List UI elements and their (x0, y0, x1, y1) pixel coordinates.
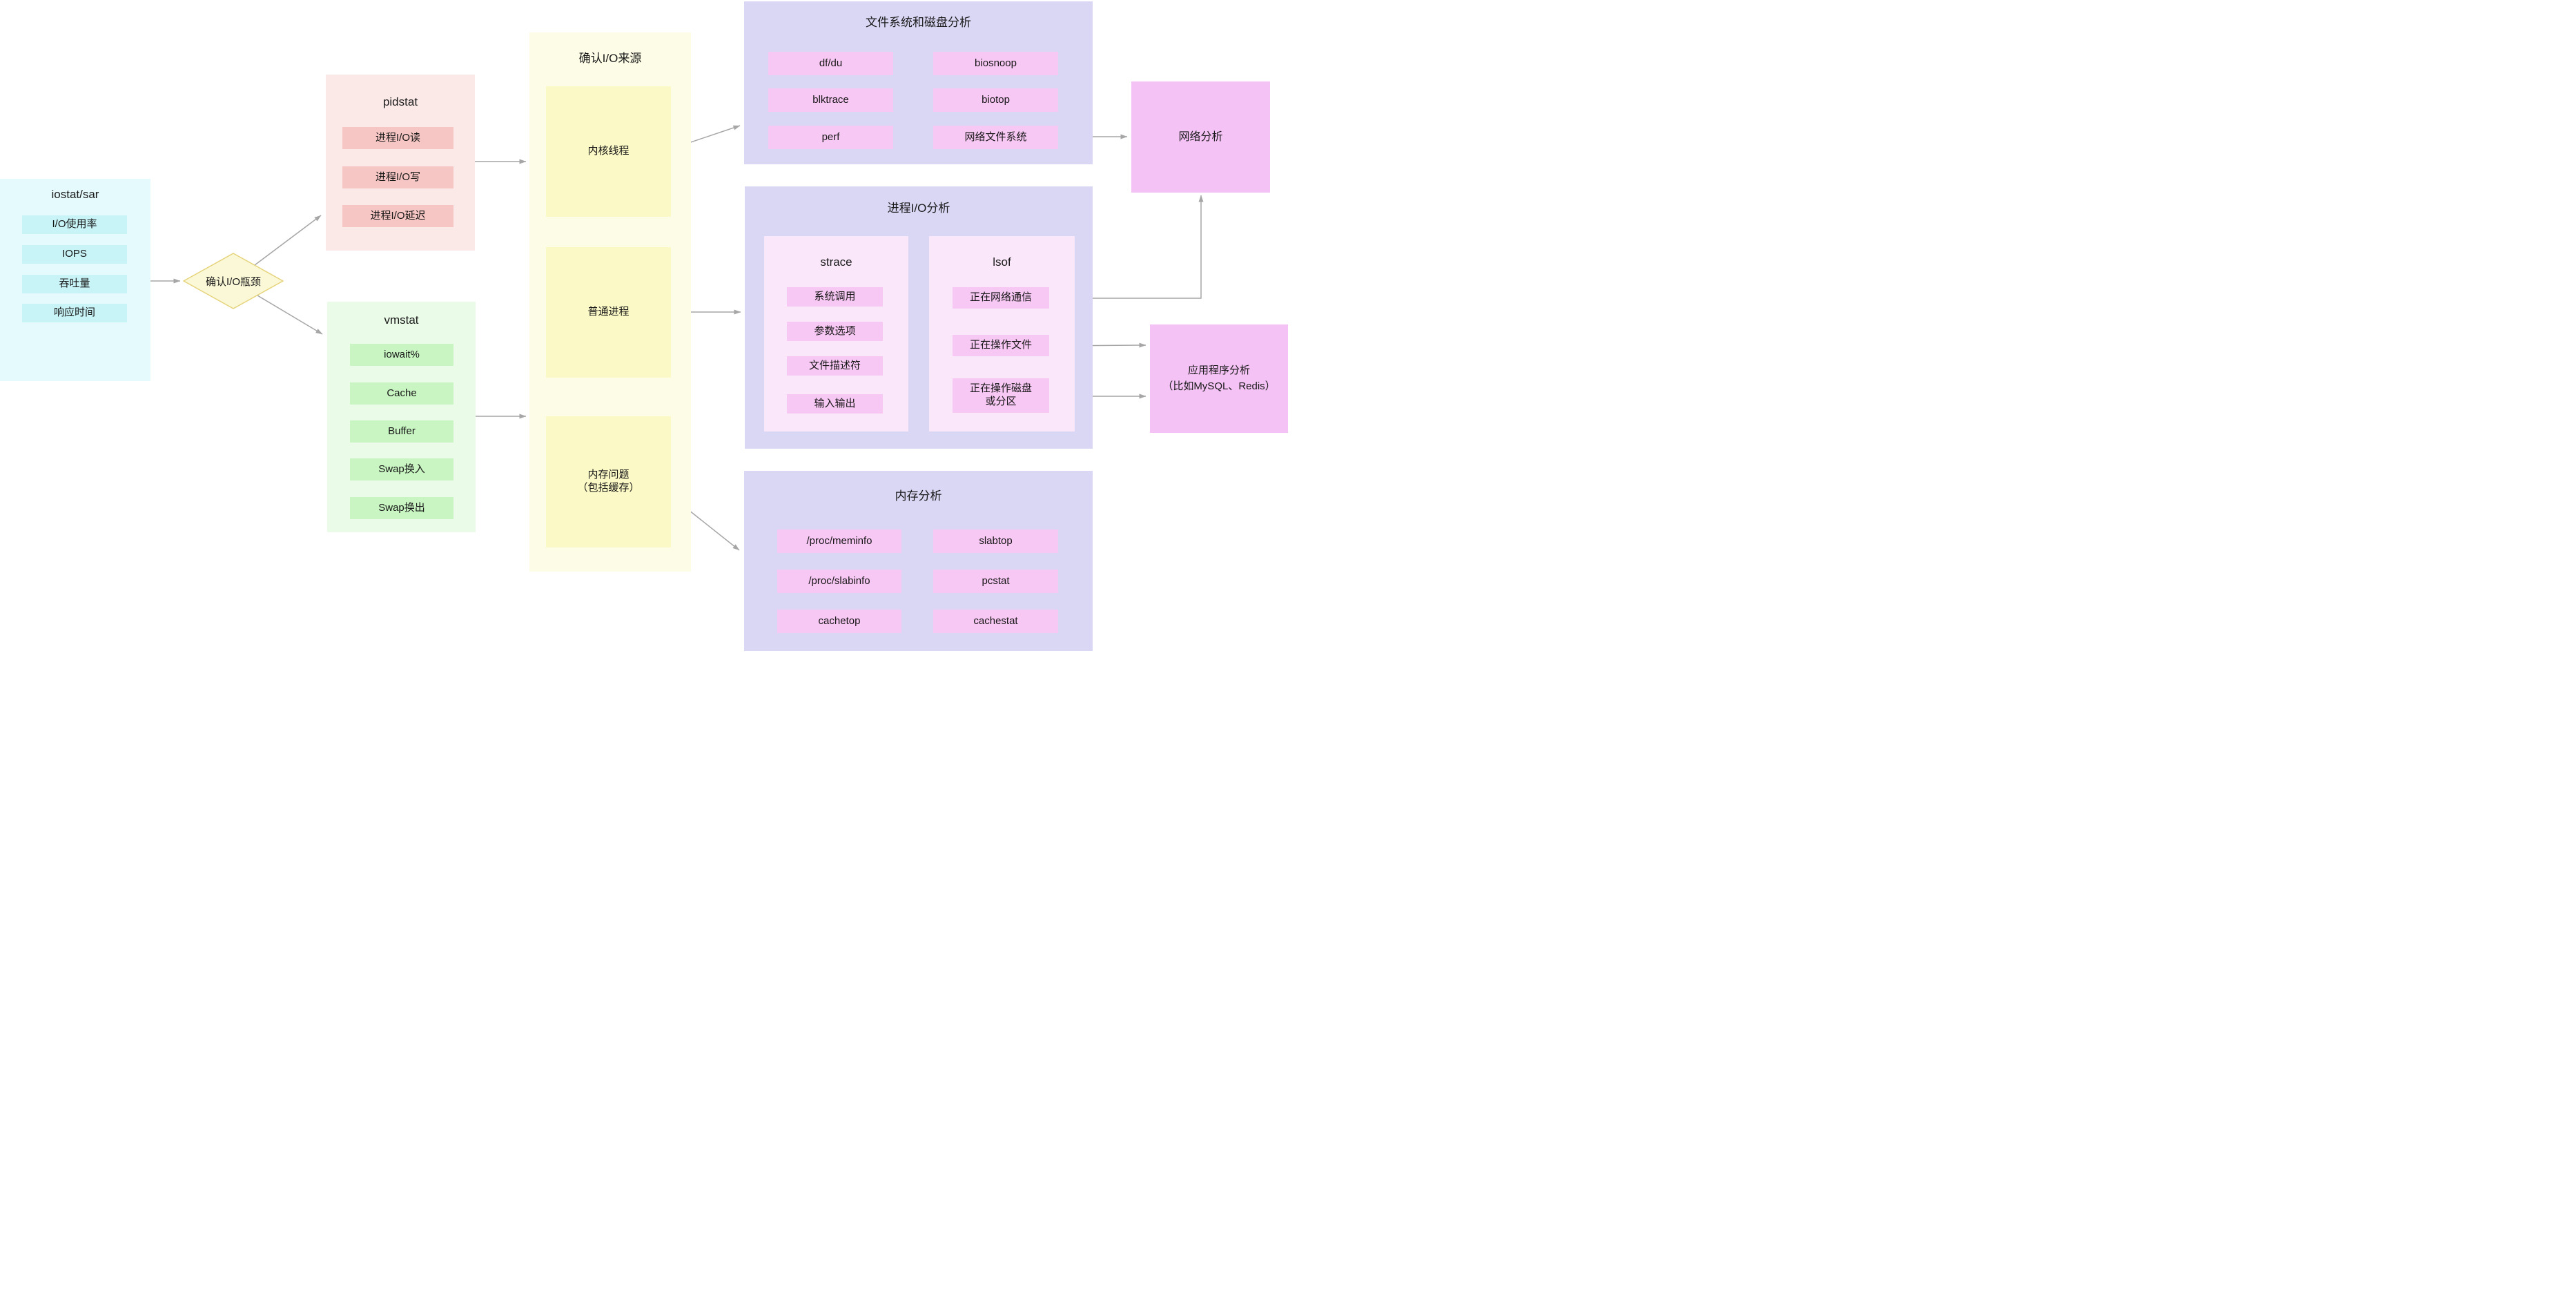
panel-process-io-title: 进程I/O分析 (887, 202, 950, 215)
iostat-item-response-time: 响应时间 (22, 304, 127, 322)
iostat-item-iops: IOPS (22, 245, 127, 264)
fs-disk-item-perf: perf (768, 126, 893, 149)
fs-disk-item-biotop: biotop (933, 88, 1058, 112)
memory-item-pcstat: pcstat (933, 570, 1058, 593)
panel-pidstat: pidstat 进程I/O读 进程I/O写 进程I/O延迟 (326, 75, 475, 251)
memory-item-cachestat: cachestat (933, 610, 1058, 633)
strace-item-options: 参数选项 (787, 322, 883, 341)
node-network-analysis-label: 网络分析 (1178, 130, 1223, 143)
panel-fs-disk-title: 文件系统和磁盘分析 (866, 16, 971, 29)
panel-memory-title: 内存分析 (895, 489, 942, 503)
memory-item-slabtop: slabtop (933, 529, 1058, 553)
vmstat-item-cache: Cache (350, 382, 453, 405)
fs-disk-item-blktrace: blktrace (768, 88, 893, 112)
pidstat-item-io-write: 进程I/O写 (342, 166, 453, 188)
lsof-item-network-comm: 正在网络通信 (953, 287, 1049, 309)
strace-item-input-output: 输入输出 (787, 394, 883, 414)
panel-process-io-analysis: 进程I/O分析 strace 系统调用 参数选项 文件描述符 输入输出 lsof… (745, 186, 1093, 449)
panel-memory-analysis: 内存分析 /proc/meminfo slabtop /proc/slabinf… (744, 471, 1093, 651)
io-source-memory-issue: 内存问题 （包括缓存） (546, 416, 671, 547)
panel-vmstat: vmstat iowait% Cache Buffer Swap换入 Swap换… (327, 302, 476, 532)
panel-vmstat-title: vmstat (384, 313, 419, 327)
vmstat-item-iowait: iowait% (350, 344, 453, 366)
iostat-item-io-utilization: I/O使用率 (22, 215, 127, 234)
decision-diamond-shape (183, 253, 284, 309)
io-source-memory-issue-line2: （包括缓存） (577, 482, 640, 494)
panel-fs-disk-analysis: 文件系统和磁盘分析 df/du biosnoop blktrace biotop… (744, 1, 1093, 164)
subpanel-lsof: lsof 正在网络通信 正在操作文件 正在操作磁盘 或分区 (929, 236, 1075, 431)
memory-item-cachetop: cachetop (777, 610, 901, 633)
strace-item-file-descriptors: 文件描述符 (787, 356, 883, 376)
strace-item-syscalls: 系统调用 (787, 287, 883, 307)
vmstat-item-buffer: Buffer (350, 420, 453, 443)
fs-disk-item-dfdu: df/du (768, 52, 893, 75)
lsof-item-operating-disk-line2: 或分区 (985, 396, 1017, 407)
node-app-analysis: 应用程序分析 （比如MySQL、Redis） (1150, 324, 1288, 433)
iostat-item-throughput: 吞吐量 (22, 275, 127, 293)
panel-iostat-title: iostat/sar (51, 188, 99, 201)
io-source-kernel-threads: 内核线程 (546, 86, 671, 217)
lsof-item-operating-disk: 正在操作磁盘 或分区 (953, 378, 1049, 413)
panel-pidstat-title: pidstat (382, 95, 418, 108)
pidstat-item-io-delay: 进程I/O延迟 (342, 205, 453, 227)
subpanel-strace-title: strace (820, 255, 852, 269)
lsof-item-operating-disk-line1: 正在操作磁盘 (969, 382, 1032, 395)
vmstat-item-swap-out: Swap换出 (350, 497, 453, 519)
panel-io-source: 确认I/O来源 内核线程 普通进程 内存问题 （包括缓存） (529, 32, 691, 572)
io-source-normal-process: 普通进程 (546, 247, 671, 378)
memory-item-slabinfo: /proc/slabinfo (777, 570, 901, 593)
node-app-analysis-line1: 应用程序分析 (1187, 365, 1250, 376)
panel-iostat: iostat/sar I/O使用率 IOPS 吞吐量 响应时间 (0, 179, 150, 381)
pidstat-item-io-read: 进程I/O读 (342, 127, 453, 149)
fs-disk-item-network-fs: 网络文件系统 (933, 126, 1058, 149)
node-network-analysis: 网络分析 (1131, 81, 1270, 193)
memory-item-meminfo: /proc/meminfo (777, 529, 901, 553)
lsof-item-operating-files: 正在操作文件 (953, 335, 1049, 356)
io-source-memory-issue-line1: 内存问题 (587, 469, 630, 481)
subpanel-strace: strace 系统调用 参数选项 文件描述符 输入输出 (764, 236, 908, 431)
vmstat-item-swap-in: Swap换入 (350, 458, 453, 480)
node-app-analysis-line2: （比如MySQL、Redis） (1162, 380, 1276, 392)
fs-disk-item-biosnoop: biosnoop (933, 52, 1058, 75)
panel-io-source-title: 确认I/O来源 (578, 52, 642, 65)
decision-diamond-label: 确认I/O瓶颈 (205, 275, 261, 288)
subpanel-lsof-title: lsof (993, 255, 1011, 269)
